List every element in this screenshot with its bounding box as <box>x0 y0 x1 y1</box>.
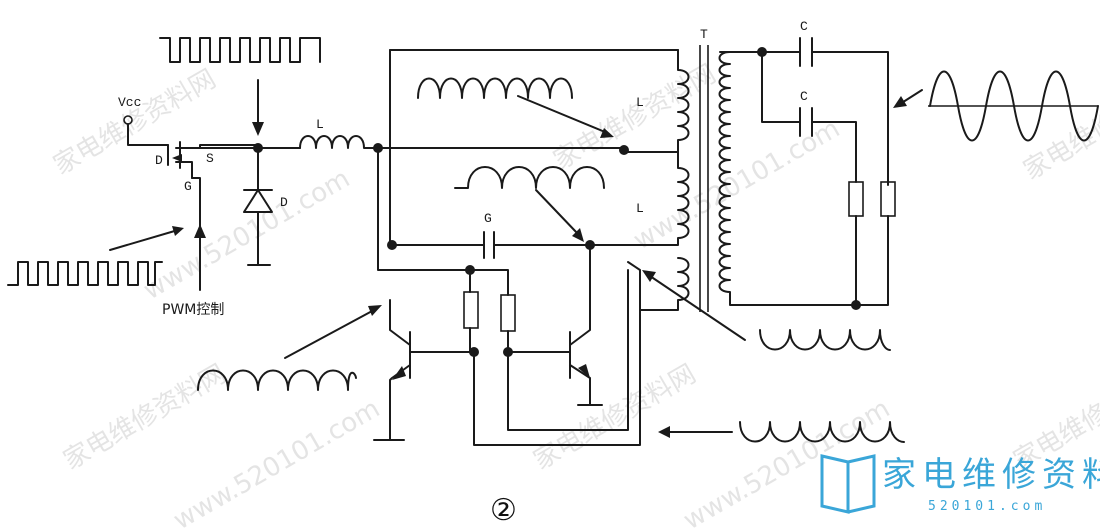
transformer-label: T <box>700 27 708 42</box>
vcc-wire <box>127 123 169 146</box>
transistor-right <box>507 244 603 406</box>
secondary-inner-wire <box>761 51 857 183</box>
watermark-text-1: 家电维修资料网 <box>49 64 222 181</box>
watermark-text-3: 家电维修资料网 <box>529 359 702 476</box>
inductor-label: L <box>316 117 324 132</box>
arrow-head <box>172 226 184 236</box>
resistor-wires <box>469 269 509 353</box>
arrow-head <box>572 228 584 242</box>
arrow-head <box>194 224 206 238</box>
pwm-control-label: PWM控制 <box>162 302 224 318</box>
load-resistor-1 <box>848 181 864 217</box>
book-icon <box>820 454 850 514</box>
mosfet-switch: D S G <box>155 141 259 231</box>
arrow-head <box>642 270 656 282</box>
bias-resistor-left <box>463 291 479 329</box>
load-resistor-2 <box>880 181 896 217</box>
watermark-text-2: 家电维修资料网 <box>59 359 232 476</box>
watermark-url-1: www.520101.com <box>139 164 356 306</box>
feedback-winding-label: L <box>636 201 644 216</box>
capacitor-mid-label: G <box>484 211 492 226</box>
cap-top-1-label: C <box>800 19 808 34</box>
cap-top-2-label: C <box>800 89 808 104</box>
load-return-wire <box>855 215 889 306</box>
logo-url: 520101.com <box>928 499 1046 514</box>
vcc-label: Vcc <box>118 95 141 110</box>
feedback-loop-waveform <box>739 421 905 443</box>
diode-label: D <box>280 195 288 210</box>
switch-node-waveform <box>159 37 321 63</box>
cap-top-1 <box>799 37 813 67</box>
transformer-secondary <box>718 51 855 306</box>
inductor-L <box>299 135 379 149</box>
feedback-wire-outer <box>473 261 641 446</box>
pwm-input-waveform <box>7 261 163 286</box>
resonant-capacitor <box>479 231 591 259</box>
collector-voltage-waveform <box>759 329 891 351</box>
bias-resistor-right <box>500 294 516 332</box>
resistor-feed-wire <box>469 269 509 296</box>
arrow-to-gate <box>109 229 179 251</box>
base-drive-waveform <box>197 369 357 391</box>
watermark-url-3: www.520101.com <box>169 394 386 530</box>
arrow-to-collector <box>649 275 746 341</box>
site-logo: 家电维修资料网 520101.com <box>820 454 1100 514</box>
transformer-core <box>699 45 709 312</box>
figure-number: ② <box>490 493 517 528</box>
arrow-head <box>658 426 670 438</box>
arrow-head <box>600 128 614 138</box>
logo-title: 家电维修资料网 <box>882 455 1100 495</box>
transformer-primary <box>589 49 690 311</box>
left-bus-wire <box>377 147 471 271</box>
mosfet-drain-label: D <box>155 153 163 168</box>
watermark-text-4: 家电维修资料网 <box>549 59 722 176</box>
transistor-left <box>373 299 475 441</box>
arrow-head <box>893 96 907 108</box>
feedback-voltage-waveform <box>454 166 605 189</box>
primary-voltage-waveform <box>417 77 573 99</box>
cap-top-2 <box>799 107 813 137</box>
primary-winding-label: L <box>636 95 644 110</box>
arrow-to-left-transistor <box>284 309 375 359</box>
arrow-to-feedback-node <box>535 189 579 235</box>
junction-node <box>387 240 397 250</box>
mosfet-source-label: S <box>206 151 214 166</box>
mosfet-gate-label: G <box>184 179 192 194</box>
arrow-head <box>252 122 264 136</box>
junction-node <box>619 145 629 155</box>
feedback-wire-inner <box>507 269 629 431</box>
junction-node <box>851 300 861 310</box>
watermark-text-5: 家电维修资料网 <box>1019 69 1100 186</box>
freewheel-diode <box>243 147 273 266</box>
arrow-to-primary-tap <box>517 95 606 133</box>
arrow-head <box>368 305 382 316</box>
